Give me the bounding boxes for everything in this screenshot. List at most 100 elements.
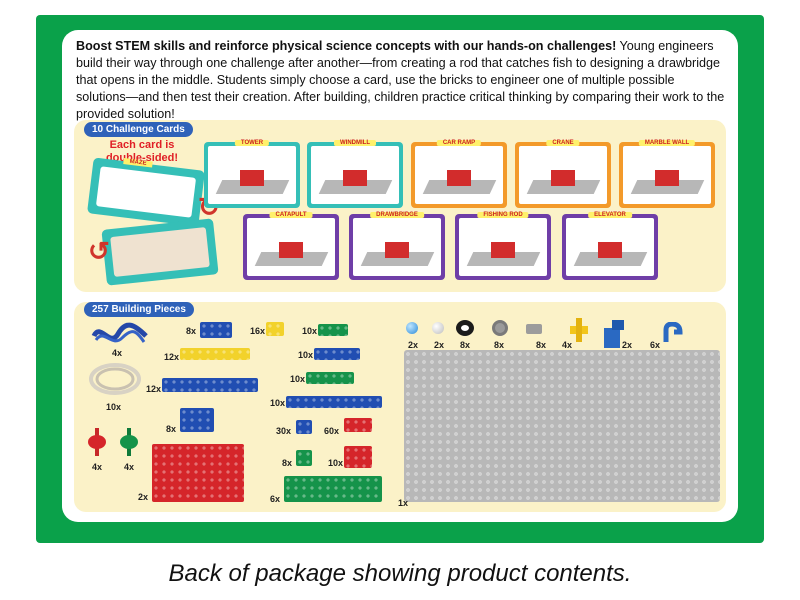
gray-connector-qty: 8x [536,340,547,350]
yellow-axle-icon [570,318,588,342]
blue-marble-icon [406,322,418,334]
challenge-card: WINDMILL [307,140,403,208]
challenge-card-label: ELEVATOR [588,212,632,218]
green-2x2-qty: 8x [282,458,293,468]
building-pieces-title: 257 Building Pieces [84,302,194,317]
blue-hook-qty: 6x [650,340,661,350]
challenge-card: ELEVATOR [562,212,658,280]
red-2x2-brick [344,446,372,468]
maze-card-back-inner [110,227,210,277]
challenge-card-inner [311,146,399,204]
challenge-card: CRANE [515,140,611,208]
card-build-illustration [239,170,264,186]
card-build-illustration [342,170,367,186]
card-build-illustration [446,170,471,186]
yellow-1x8-brick [180,348,250,360]
green-2x2-brick [296,450,312,466]
blue-1x1-brick [296,420,312,434]
challenge-card-label: CATAPULT [269,212,313,218]
maze-card-front-inner [95,166,197,218]
intro-lead: Boost STEM skills and reinforce physical… [76,39,617,53]
red-wheel-icon [88,428,106,456]
card-build-illustration [654,170,679,186]
challenge-card: TOWER [204,140,300,208]
maze-card-back [101,218,219,286]
challenge-card: FISHING ROD [455,212,551,280]
green-1x4-brick [318,324,348,336]
red-wheel-qty: 4x [92,462,103,472]
blue-marble-qty: 2x [408,340,419,350]
challenge-card-label: TOWER [234,140,270,146]
challenge-card-inner [623,146,711,204]
blue-hook-icon [663,322,683,342]
blue-1x1-qty: 30x [276,426,292,436]
blue-2x2-qty: 8x [166,424,177,434]
challenge-card-label: MARBLE WALL [638,140,696,146]
rubber-band-icon [89,363,141,395]
challenge-card-label: FISHING ROD [477,212,529,218]
yellow-small-qty: 16x [250,326,266,336]
blue-1x6-qty: 10x [298,350,314,360]
challenge-card-inner [566,218,654,276]
challenge-card-label: CAR RAMP [436,140,482,146]
challenge-card-inner [247,218,335,276]
string-qty: 4x [112,348,123,358]
green-wheel-icon [120,428,138,456]
challenge-card: DRAWBRIDGE [349,212,445,280]
challenge-card-inner [459,218,547,276]
intro-text: Boost STEM skills and reinforce physical… [76,38,726,123]
flip-arrow-icon: ↺ [88,236,110,266]
green-plate [284,476,382,502]
challenge-card: MARBLE WALL [619,140,715,208]
gray-base-plate [404,350,720,502]
blue-2x2-brick [180,408,214,432]
challenge-card-inner [415,146,503,204]
challenge-card-inner [353,218,441,276]
card-build-illustration [550,170,575,186]
blue-1x10-qty: 10x [270,398,286,408]
green-1x6-qty: 10x [290,374,306,384]
challenge-card-label: DRAWBRIDGE [370,212,424,218]
gray-hub-qty: 8x [494,340,505,350]
caption: Back of package showing product contents… [168,560,632,587]
white-marble-icon [432,322,444,334]
red-1x2-brick [344,418,372,432]
challenge-card-inner [519,146,607,204]
card-build-illustration [278,242,303,258]
red-1x2-qty: 60x [324,426,340,436]
green-1x6-brick [306,372,354,384]
string-icon [91,322,148,343]
blue-1x12-brick [162,378,258,392]
white-marble-qty: 2x [434,340,445,350]
red-2x2-qty: 10x [328,458,344,468]
challenge-card-inner [208,146,296,204]
yellow-axle-qty: 4x [562,340,573,350]
double-sided-line1: Each card is [109,139,175,151]
blue-1x12-qty: 12x [146,384,162,394]
blue-1x6-brick [314,348,360,360]
card-build-illustration [384,242,409,258]
blue-crank-icon [604,320,624,348]
green-plate-qty: 6x [270,494,281,504]
intro-body: Young engineers build their way through … [76,39,725,121]
green-1x4-qty: 10x [302,326,318,336]
base-plate-qty: 1x [398,498,409,508]
red-base-plate [152,444,244,502]
gray-connector-icon [526,324,542,334]
blue-2x4-brick [200,322,232,338]
card-build-illustration [597,242,622,258]
blue-2x4-qty: 8x [186,326,197,336]
tire-icon [456,320,474,336]
challenge-card-label: WINDMILL [334,140,376,146]
yellow-1x8-qty: 12x [164,352,180,362]
tire-qty: 8x [460,340,471,350]
challenge-card: CAR RAMP [411,140,507,208]
blue-crank-qty: 2x [622,340,633,350]
challenge-cards-title: 10 Challenge Cards [84,122,193,137]
yellow-small-brick [266,322,284,336]
rubber-band-qty: 10x [106,402,122,412]
blue-1x10-brick [286,396,382,408]
green-wheel-qty: 4x [124,462,135,472]
card-build-illustration [490,242,515,258]
challenge-card: CATAPULT [243,212,339,280]
